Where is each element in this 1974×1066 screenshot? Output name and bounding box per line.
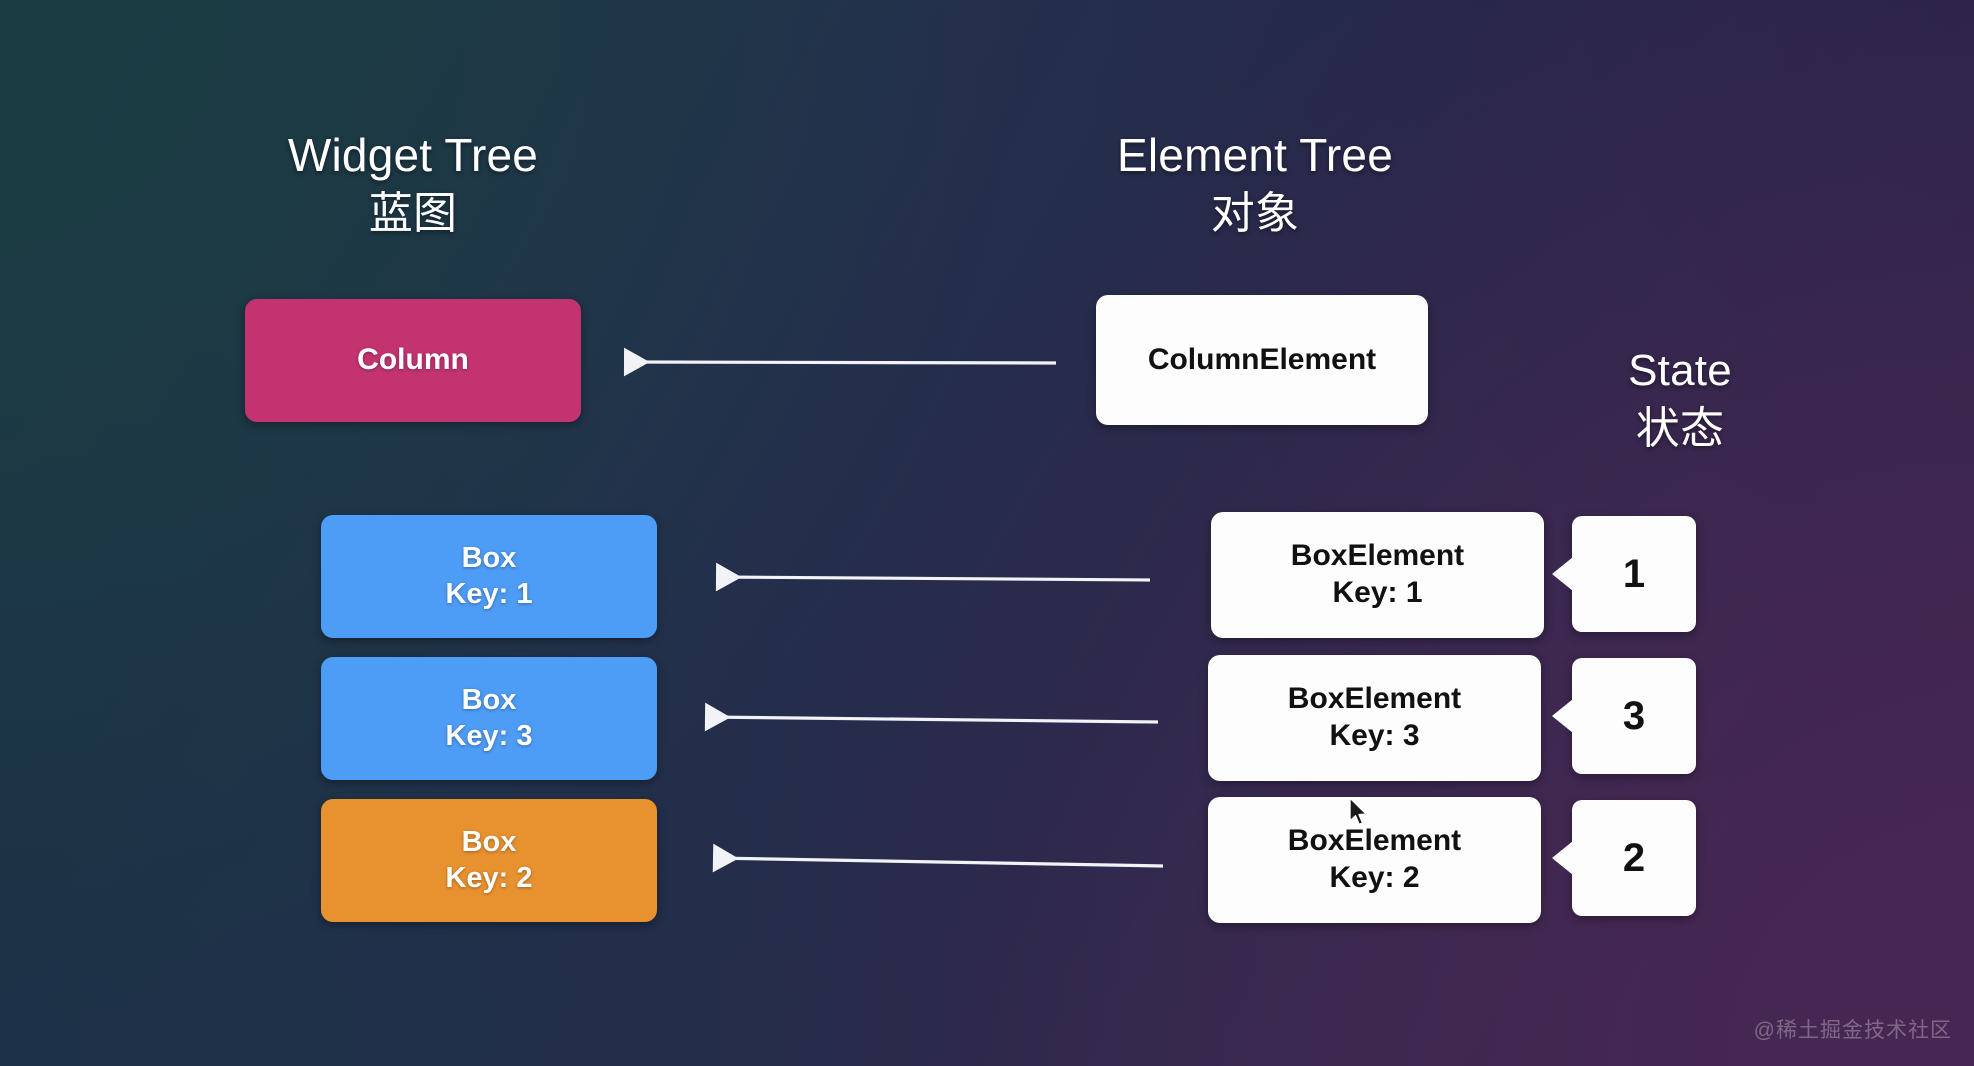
widget-node-box-key-3-title: Box — [461, 684, 517, 717]
widget-tree-heading-en: Widget Tree — [287, 129, 539, 181]
state-bubble-2-value: 2 — [1622, 835, 1646, 880]
state-bubble-1-value: 1 — [1622, 551, 1646, 596]
widget-node-box-key-3: Box Key: 3 — [321, 657, 657, 780]
state-bubble-1: 1 — [1572, 516, 1696, 632]
widget-node-box-key-2-title: Box — [461, 826, 517, 859]
state-heading-zh: 状态 — [1635, 403, 1725, 453]
state-bubble-3: 3 — [1572, 658, 1696, 774]
element-node-box-key-1-title: BoxElement — [1290, 539, 1465, 573]
element-node-box-key-1: BoxElement Key: 1 — [1211, 512, 1544, 638]
arrow-box-key-2 — [712, 843, 1164, 873]
state-heading: State 状态 — [1545, 345, 1815, 455]
widget-tree-heading: Widget Tree 蓝图 — [248, 128, 578, 240]
watermark: @稀土掘金技术社区 — [1753, 1019, 1952, 1042]
widget-node-box-key-2: Box Key: 2 — [321, 799, 657, 922]
arrow-box-key-1 — [715, 562, 1151, 592]
element-node-column-element-label: ColumnElement — [1147, 342, 1377, 376]
widget-node-box-key-1-key: Key: 1 — [445, 577, 533, 610]
element-node-box-key-3-title: BoxElement — [1287, 682, 1462, 716]
element-node-box-key-3-key: Key: 3 — [1329, 719, 1420, 752]
element-node-box-key-1-key: Key: 1 — [1332, 576, 1423, 609]
widget-node-column-label: Column — [357, 343, 469, 377]
widget-node-box-key-1-title: Box — [461, 542, 517, 575]
element-node-box-key-2-title: BoxElement — [1287, 824, 1462, 858]
widget-node-box-key-3-key: Key: 3 — [445, 719, 533, 752]
widget-node-box-key-1: Box Key: 1 — [321, 515, 657, 638]
element-node-box-key-2-key: Key: 2 — [1329, 861, 1420, 894]
element-tree-heading: Element Tree 对象 — [1080, 128, 1430, 240]
arrow-column — [623, 347, 1057, 377]
element-tree-heading-en: Element Tree — [1117, 129, 1393, 181]
element-node-column-element: ColumnElement — [1096, 295, 1428, 425]
widget-tree-heading-zh: 蓝图 — [368, 189, 458, 239]
state-bubble-2: 2 — [1572, 800, 1696, 916]
element-tree-heading-zh: 对象 — [1210, 189, 1300, 239]
mouse-cursor-icon — [1349, 797, 1368, 826]
state-bubble-3-value: 3 — [1622, 693, 1646, 738]
state-heading-en: State — [1628, 346, 1732, 395]
widget-node-column: Column — [245, 299, 581, 422]
widget-node-box-key-2-key: Key: 2 — [445, 861, 533, 894]
element-node-box-key-3: BoxElement Key: 3 — [1208, 655, 1541, 781]
element-node-box-key-2: BoxElement Key: 2 — [1208, 797, 1541, 923]
arrow-box-key-3 — [704, 702, 1159, 732]
